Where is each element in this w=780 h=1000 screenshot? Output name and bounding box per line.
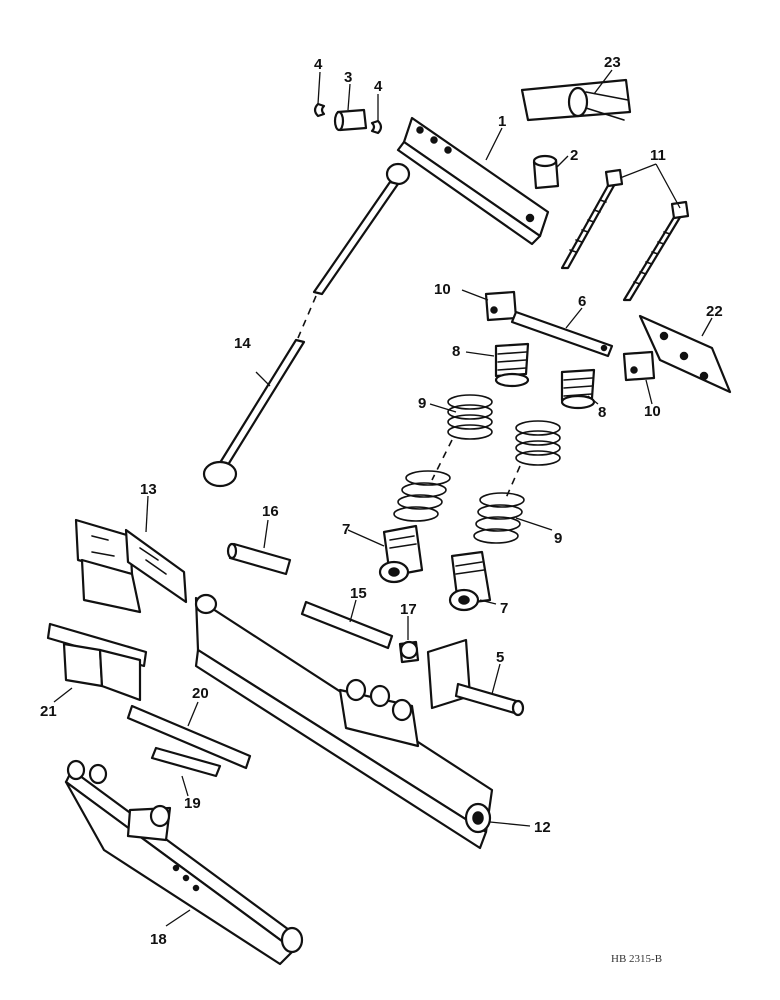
leader-lines [53,69,713,927]
part-10-block-top [484,290,518,322]
part-22-plate [638,314,732,394]
part-20-rod [126,704,252,770]
callout-15: 15 [350,585,367,602]
part-5-spindle [426,638,525,717]
callout-5: 5 [496,649,504,666]
callout-7-right: 7 [500,600,508,617]
part-4-clip-right [370,119,383,135]
callout-7-left: 7 [342,521,350,538]
part-1-bracket [396,116,550,246]
callout-9-left: 9 [418,395,426,412]
part-11-bolt-right [622,200,690,302]
part-2-bushing [532,154,560,190]
callout-21: 21 [40,703,57,720]
callout-23: 23 [604,54,621,71]
callout-8-right: 8 [598,404,606,421]
part-11-bolt-left [560,168,624,270]
part-6-shaft [510,310,614,358]
callout-19: 19 [184,795,201,812]
callout-16: 16 [262,503,279,520]
part-7-seat-right [448,550,492,612]
part-4-clip-left [313,102,326,118]
callout-10-right: 10 [644,403,661,420]
callout-18: 18 [150,931,167,948]
part-8-guide-left [494,342,530,388]
callout-13: 13 [140,481,157,498]
callout-6: 6 [578,293,586,310]
part-19-pin [150,746,222,778]
part-21-bracket [46,622,148,702]
callout-3: 3 [344,69,352,86]
part-15-pin [300,600,394,650]
callout-1: 1 [498,113,506,130]
part-16-pin [226,542,292,576]
part-14-rod [202,162,411,488]
part-13-bracket-right [124,528,188,604]
callout-20: 20 [192,685,209,702]
part-17-bushing [398,640,420,664]
part-3-pin [333,108,368,132]
callout-9-right: 9 [554,530,562,547]
part-8-guide-right [560,368,596,410]
part-7-seat-left [378,524,424,584]
part-10-block-right [622,350,656,382]
callout-10-top: 10 [434,281,451,298]
callout-17: 17 [400,601,417,618]
callout-12: 12 [534,819,551,836]
part-9-spring-left [393,394,493,522]
callout-22: 22 [706,303,723,320]
part-23-bracket-assembly [520,78,632,122]
callout-4-left: 4 [314,56,323,73]
callout-4-right: 4 [374,78,383,95]
callout-2: 2 [570,147,578,164]
part-9-spring-right [473,420,561,544]
document-reference: HB 2315-B [611,953,662,965]
part-18-lower-arm [64,759,304,966]
part-13-bracket-left [74,518,142,614]
callout-11: 11 [650,147,666,164]
callout-8-left: 8 [452,343,460,360]
callout-14: 14 [234,335,251,352]
part-12-main-arm [194,593,494,850]
